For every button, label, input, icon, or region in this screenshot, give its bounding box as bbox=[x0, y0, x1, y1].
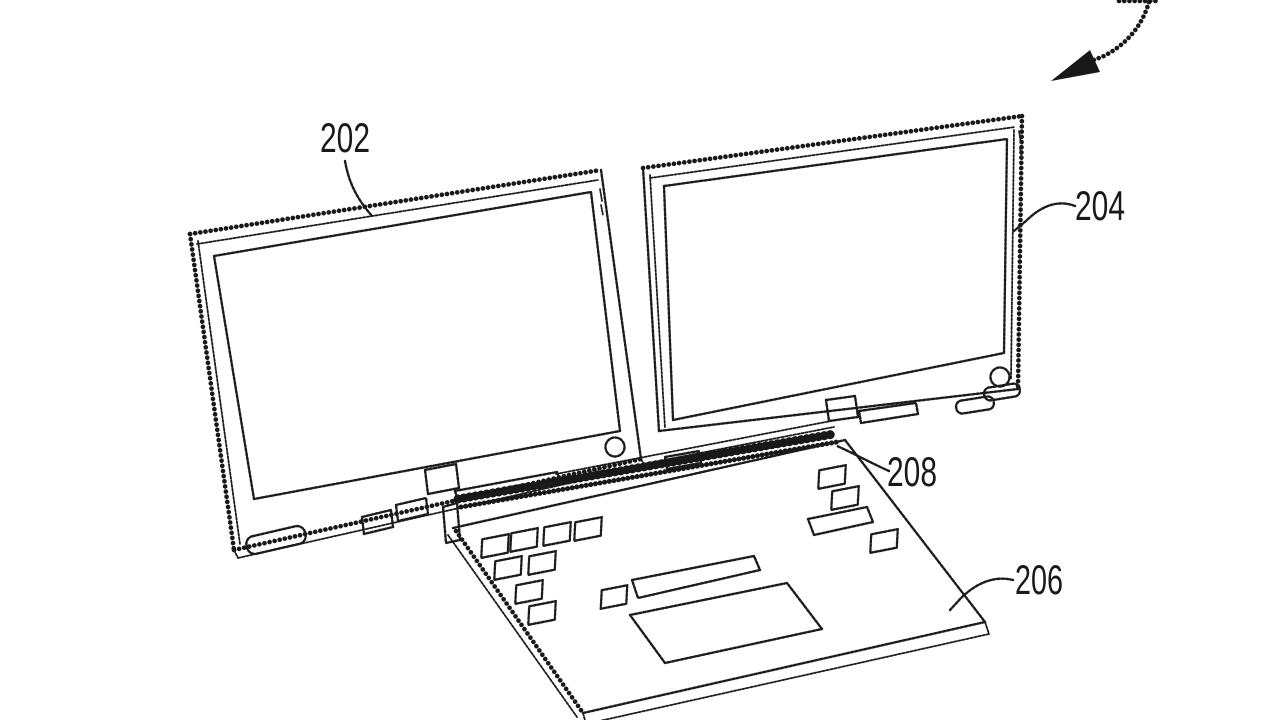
right-panel-top-edge bbox=[640, 113, 1025, 171]
left-tab-2 bbox=[394, 496, 430, 523]
left-panel-top-edge bbox=[187, 167, 604, 237]
reference-arrow bbox=[1051, 0, 1159, 81]
keyboard-key bbox=[830, 484, 860, 512]
right-tab bbox=[857, 401, 920, 425]
right-panel-left-inner-line bbox=[649, 174, 666, 429]
left-panel-left-inner-line bbox=[197, 240, 241, 545]
left-display-panel bbox=[187, 167, 646, 559]
right-panel-left-edge bbox=[641, 166, 661, 433]
right-foot-1 bbox=[982, 382, 1022, 402]
keyboard-key bbox=[817, 463, 847, 491]
reference-labels: 202 204 206 208 bbox=[320, 114, 1125, 612]
key-cluster-right bbox=[806, 463, 899, 555]
base-left-edge bbox=[453, 528, 586, 716]
wide-key bbox=[806, 505, 875, 537]
keyboard-key bbox=[869, 527, 899, 555]
space-bar bbox=[630, 554, 762, 600]
keyboard-key bbox=[527, 549, 557, 577]
base-right-edge bbox=[843, 438, 987, 624]
hinge-bar-lower bbox=[458, 439, 840, 510]
keyboard-key bbox=[493, 554, 523, 582]
keyboard-key bbox=[514, 578, 544, 606]
left-screen-surface bbox=[212, 190, 622, 501]
right-screen-surface bbox=[662, 137, 1009, 422]
base-left-edge-inner bbox=[447, 534, 578, 718]
keyboard-key bbox=[542, 520, 572, 548]
arrow-head-icon bbox=[1051, 50, 1100, 81]
right-panel-right-inner-line bbox=[1010, 129, 1015, 381]
leader-208 bbox=[835, 444, 891, 473]
left-foot bbox=[245, 524, 307, 556]
label-202: 202 bbox=[320, 114, 370, 161]
bezel-artifact-marks bbox=[1018, 130, 1023, 160]
left-panel-left-edge bbox=[187, 231, 237, 553]
touchpad bbox=[628, 581, 824, 665]
keyboard-key bbox=[509, 526, 539, 554]
keyboard-key bbox=[599, 584, 629, 610]
right-latch bbox=[824, 394, 860, 423]
left-camera-button-icon bbox=[604, 436, 626, 458]
left-panel-top-inner-line bbox=[196, 179, 599, 245]
leader-204 bbox=[1012, 202, 1077, 233]
label-204: 204 bbox=[1075, 182, 1125, 229]
right-panel-top-inner-line bbox=[649, 126, 1016, 179]
left-panel-right-edge bbox=[599, 168, 643, 461]
keyboard-key bbox=[573, 515, 603, 543]
arrow-shaft bbox=[1083, 0, 1152, 66]
label-206: 206 bbox=[1015, 556, 1063, 603]
keyboard-key bbox=[527, 599, 557, 627]
base-back-edge bbox=[451, 438, 847, 530]
left-latch bbox=[423, 462, 461, 496]
base-thickness bbox=[582, 621, 990, 720]
right-foot-2 bbox=[954, 395, 996, 415]
right-panel-bottom-edge bbox=[657, 387, 1020, 433]
label-208: 208 bbox=[887, 448, 937, 495]
hinge-left-slat bbox=[453, 470, 562, 503]
base-front-edge bbox=[581, 620, 987, 715]
left-panel-bottom-edge bbox=[231, 456, 644, 553]
right-display-panel bbox=[640, 113, 1025, 471]
leader-206 bbox=[948, 577, 1015, 612]
bezel-artifact-marks bbox=[599, 188, 604, 216]
right-panel-right-edge bbox=[1015, 113, 1025, 392]
keyboard-base bbox=[447, 438, 990, 720]
key-cluster-left bbox=[480, 515, 603, 627]
leader-202 bbox=[343, 159, 374, 218]
left-tab-1 bbox=[360, 508, 395, 536]
keyboard-key bbox=[480, 532, 510, 560]
hinge bbox=[441, 420, 840, 545]
